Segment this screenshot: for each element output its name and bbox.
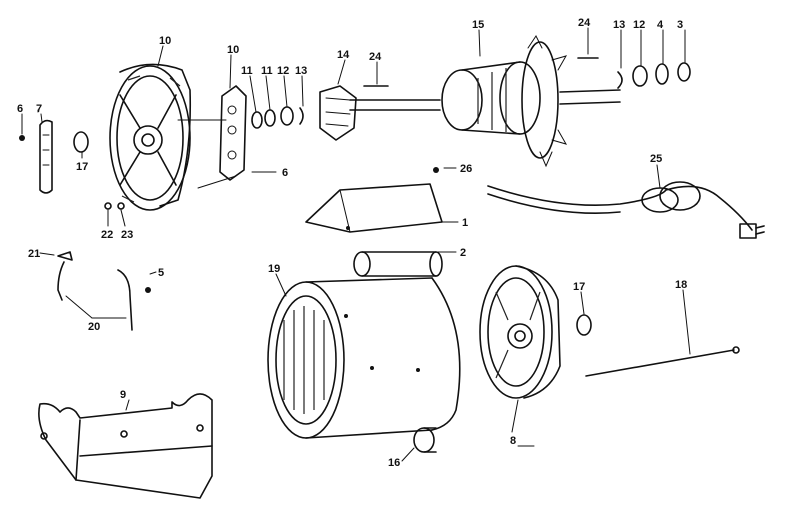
label-24-right: 24 (578, 17, 591, 29)
label-15: 15 (472, 19, 484, 31)
label-24-mid: 24 (369, 51, 382, 63)
part-1-capacitor-cover (305, 183, 443, 233)
part-11-washer-right (655, 63, 669, 85)
label-13-mid: 13 (295, 65, 307, 77)
label-14: 14 (337, 49, 350, 61)
part-5-clip (57, 251, 73, 261)
part-17-washer-right (576, 314, 592, 336)
part-6-screw (19, 135, 25, 141)
part-25-power-cord (487, 181, 765, 239)
part-9-bracket (177, 85, 247, 189)
part-23-nut (117, 202, 125, 210)
part-26-screw (433, 167, 439, 173)
part-21-base (38, 393, 213, 499)
label-3: 5 (158, 267, 164, 279)
part-19-stator-housing (267, 277, 461, 439)
label-22: 22 (101, 229, 113, 241)
part-12-washer-right (632, 65, 648, 87)
part-7-cover-plate (39, 119, 53, 194)
part-15-rotor-shaft (349, 35, 621, 168)
part-10-ring-mid (251, 111, 263, 129)
label-16: 8 (510, 435, 516, 447)
part-13-clip-right (617, 71, 623, 89)
label-25: 25 (650, 153, 662, 165)
part-13-clip-mid (299, 107, 304, 125)
label-6-left: 6 (17, 103, 23, 115)
label-6-right: 6 (282, 167, 288, 179)
label-17-right: 17 (573, 281, 585, 293)
label-19: 19 (268, 263, 280, 275)
label-7: 7 (36, 103, 42, 115)
label-5: 21 (28, 248, 40, 260)
label-13-right: 13 (613, 19, 625, 31)
part-10-ring-right (677, 62, 691, 82)
label-21: 9 (120, 389, 126, 401)
label-11-right: 4 (657, 19, 664, 31)
part-14-centrifugal-switch (319, 85, 357, 141)
leader-lines (21, 27, 691, 462)
label-18: 18 (675, 279, 687, 291)
label-17-left: 17 (76, 161, 88, 173)
callout-labels: 10 10 11 11 12 13 14 24 15 24 13 12 4 3 … (17, 17, 687, 469)
part-22-nut (104, 202, 112, 210)
label-2: 2 (460, 247, 466, 259)
label-10-mid: 11 (241, 65, 253, 77)
label-12-mid: 12 (277, 65, 289, 77)
label-26: 26 (460, 163, 472, 175)
part-2-capacitor (353, 251, 443, 277)
label-9: 10 (227, 44, 239, 56)
part-18-through-bolt (585, 346, 740, 377)
label-23: 23 (121, 229, 133, 241)
part-20-plug (413, 427, 437, 453)
label-20: 16 (388, 457, 400, 469)
part-front-end-bell (109, 63, 192, 211)
part-3-screw (145, 287, 151, 293)
label-11-mid: 11 (261, 65, 273, 77)
part-17-washer-left (73, 131, 89, 153)
part-11-washer-mid (264, 109, 276, 127)
label-4: 20 (88, 321, 100, 333)
part-4-brackets (57, 261, 133, 331)
label-8: 10 (159, 35, 171, 47)
label-1: 1 (462, 217, 468, 229)
label-10-right: 3 (677, 19, 683, 31)
part-16-rear-end-bell (479, 265, 561, 399)
part-12-washer-mid (280, 106, 294, 126)
label-12-right: 12 (633, 19, 645, 31)
